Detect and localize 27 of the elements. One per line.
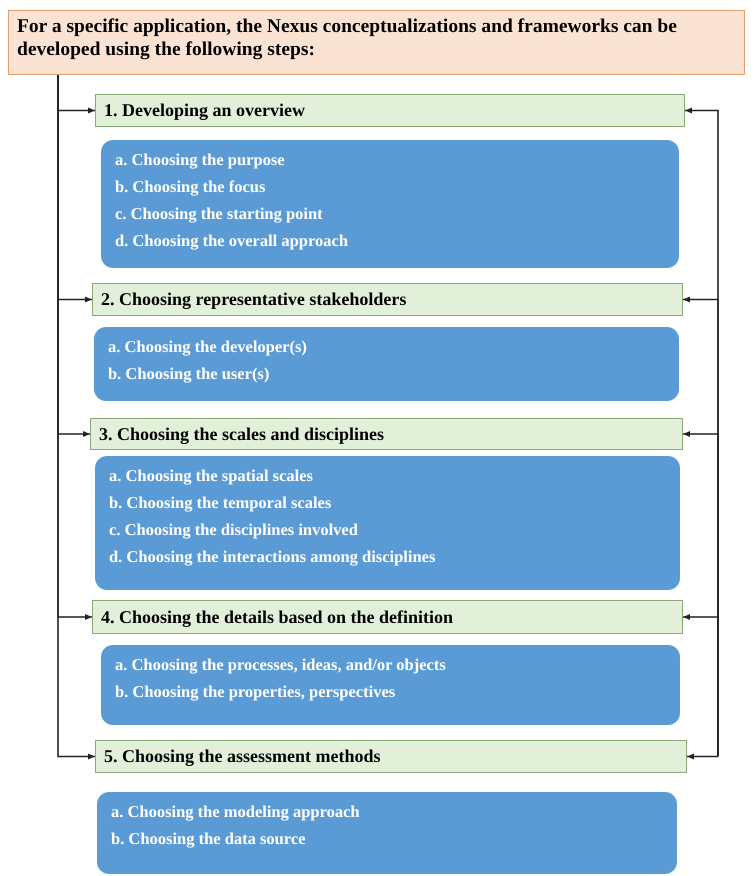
list-panel	[101, 645, 680, 725]
list-item: d. Choosing the overall approach	[115, 231, 348, 251]
list-item: c. Choosing the disciplines involved	[109, 520, 358, 540]
list-item: a. Choosing the processes, ideas, and/or objects	[115, 655, 446, 675]
step-box: 3. Choosing the scales and disciplines	[90, 418, 683, 450]
list-panel	[97, 792, 677, 874]
list-item: a. Choosing the spatial scales	[109, 466, 313, 486]
arrow	[683, 614, 719, 756]
list-panel	[94, 327, 679, 401]
list-item: c. Choosing the starting point	[115, 204, 323, 224]
list-panel	[95, 456, 680, 590]
list-item: d. Choosing the interactions among disciplines	[109, 547, 436, 567]
list-item: a. Choosing the modeling approach	[111, 802, 360, 822]
step-box: 2. Choosing representative stakeholders	[92, 283, 683, 316]
list-item: b. Choosing the data source	[111, 829, 306, 849]
list-panel	[101, 140, 679, 268]
list-item: b. Choosing the focus	[115, 177, 266, 197]
list-item: a. Choosing the developer(s)	[108, 337, 307, 357]
step-box: 5. Choosing the assessment methods	[95, 740, 687, 773]
list-item: b. Choosing the temporal scales	[109, 493, 332, 513]
list-item: b. Choosing the user(s)	[108, 364, 270, 384]
step-box: 1. Developing an overview	[95, 94, 685, 127]
list-item: a. Choosing the purpose	[115, 150, 285, 170]
step-box: 4. Choosing the details based on the definition	[92, 600, 683, 634]
heading-box: For a specific application, the Nexus conceptualizations and frameworks can be developed using the following steps:	[8, 10, 745, 75]
arrow	[687, 754, 719, 760]
list-item: b. Choosing the properties, perspectives	[115, 682, 396, 702]
